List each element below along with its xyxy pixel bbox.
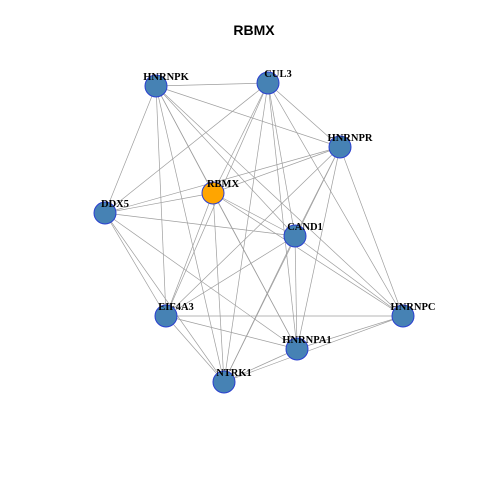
node-hnrnpa1: HNRNPA1 — [282, 335, 332, 361]
edge-hnrnpk-cul3 — [155, 82, 269, 87]
edge-eif4a3-hnrnpa1 — [165, 315, 298, 350]
edge-hnrnpr-rbmx — [212, 146, 341, 194]
edge-cul3-cand1 — [267, 82, 296, 237]
edge-rbmx-cand1 — [212, 192, 296, 237]
node-label-ddx5: DDX5 — [101, 199, 129, 210]
edge-cand1-hnrnpa1 — [294, 235, 298, 350]
node-circle-hnrnpr — [328, 135, 352, 159]
node-label-hnrnpa1: HNRNPA1 — [282, 335, 331, 346]
edge-ddx5-eif4a3 — [104, 212, 167, 317]
edge-hnrnpk-hnrnpc — [155, 85, 404, 317]
edge-hnrnpk-ddx5 — [104, 85, 157, 214]
edge-hnrnpa1-ntrk1 — [223, 348, 298, 383]
edge-hnrnpr-hnrnpa1 — [296, 146, 341, 350]
edge-hnrnpk-eif4a3 — [155, 85, 167, 317]
edge-rbmx-hnrnpc — [212, 192, 404, 317]
node-ntrk1: NTRK1 — [212, 368, 252, 394]
node-circle-rbmx — [201, 181, 225, 205]
edge-ddx5-hnrnpa1 — [104, 212, 298, 350]
edge-hnrnpk-hnrnpr — [155, 85, 341, 148]
node-ddx5: DDX5 — [93, 199, 129, 225]
node-hnrnpc: HNRNPC — [391, 302, 436, 328]
node-hnrnpr: HNRNPR — [328, 133, 373, 159]
node-circle-hnrnpk — [144, 74, 168, 98]
node-rbmx: RBMX — [201, 179, 239, 205]
node-label-cand1: CAND1 — [287, 222, 323, 233]
node-label-hnrnpr: HNRNPR — [328, 133, 373, 144]
edge-cul3-hnrnpa1 — [267, 82, 298, 350]
node-circle-ddx5 — [93, 201, 117, 225]
node-circle-hnrnpa1 — [285, 337, 309, 361]
node-label-eif4a3: EIF4A3 — [158, 302, 194, 313]
edge-rbmx-ddx5 — [104, 192, 214, 214]
node-label-ntrk1: NTRK1 — [216, 368, 252, 379]
edge-hnrnpr-eif4a3 — [165, 146, 341, 317]
node-label-cul3: CUL3 — [264, 69, 291, 80]
node-label-rbmx: RBMX — [207, 179, 239, 190]
edge-rbmx-ntrk1 — [212, 192, 225, 383]
edge-hnrnpr-hnrnpc — [339, 146, 404, 317]
node-cul3: CUL3 — [256, 69, 292, 95]
node-circle-cul3 — [256, 71, 280, 95]
edge-cul3-hnrnpr — [267, 82, 341, 148]
edge-hnrnpk-cand1 — [155, 85, 296, 237]
node-eif4a3: EIF4A3 — [154, 302, 194, 328]
edge-hnrnpr-ddx5 — [104, 146, 341, 214]
edge-eif4a3-ntrk1 — [165, 315, 225, 383]
edge-cul3-hnrnpc — [267, 82, 404, 317]
edge-cul3-rbmx — [212, 82, 269, 194]
graph-title: RBMX — [233, 22, 275, 38]
edge-ddx5-cand1 — [104, 212, 296, 237]
node-hnrnpk: HNRNPK — [143, 72, 190, 98]
node-label-hnrnpk: HNRNPK — [143, 72, 189, 83]
edge-rbmx-eif4a3 — [165, 192, 214, 317]
edge-cand1-ntrk1 — [223, 235, 296, 383]
edge-rbmx-hnrnpa1 — [212, 192, 298, 350]
edge-cand1-hnrnpc — [294, 235, 404, 317]
node-circle-cand1 — [283, 224, 307, 248]
edge-cand1-eif4a3 — [165, 235, 296, 317]
node-label-hnrnpc: HNRNPC — [391, 302, 436, 313]
edge-ddx5-ntrk1 — [104, 212, 225, 383]
edge-ntrk1-hnrnpc — [223, 315, 404, 383]
edge-hnrnpa1-hnrnpc — [296, 315, 404, 350]
node-circle-ntrk1 — [212, 370, 236, 394]
node-circle-eif4a3 — [154, 304, 178, 328]
node-cand1: CAND1 — [283, 222, 323, 248]
node-circle-hnrnpc — [391, 304, 415, 328]
edges-layer — [104, 82, 404, 383]
edge-cul3-ddx5 — [104, 82, 269, 214]
edge-hnrnpk-ntrk1 — [155, 85, 225, 383]
